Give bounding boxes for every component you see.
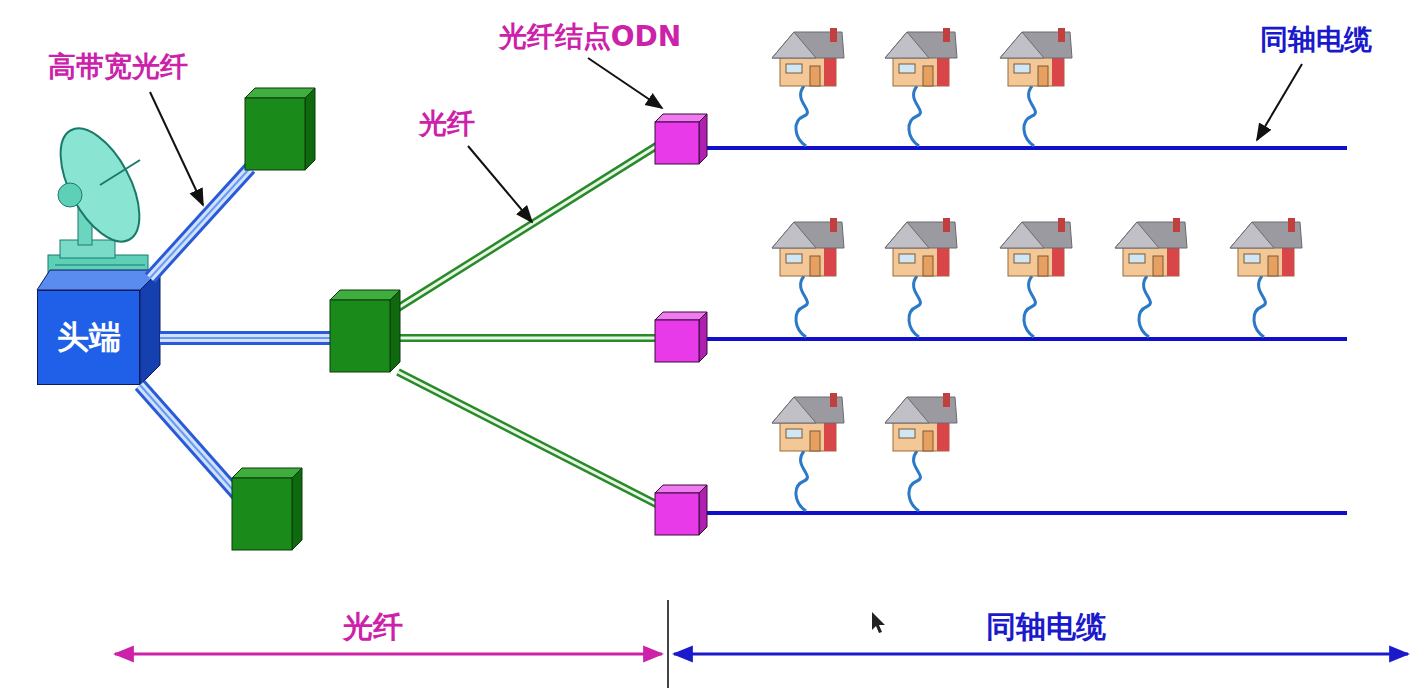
drop-cable — [1024, 276, 1036, 337]
fibre-label: 光纤 — [419, 109, 475, 140]
span-label: 同轴电缆 — [986, 610, 1106, 643]
coax-label: 同轴电缆 — [1260, 25, 1372, 56]
drop-cable — [796, 86, 808, 146]
trunk-fibre — [140, 168, 335, 500]
odn-label: 光纤结点ODN — [499, 22, 681, 53]
fibre-span — [115, 653, 662, 656]
house-icon — [885, 218, 957, 276]
fibre-hub — [330, 290, 400, 372]
drop-cable — [909, 451, 921, 511]
houses — [772, 28, 1302, 451]
odn-node — [655, 485, 707, 535]
mouse-cursor — [872, 612, 885, 633]
house-icon — [885, 28, 957, 86]
satellite-dish — [44, 116, 155, 291]
drop-cable — [1139, 276, 1151, 337]
node-label: 头端 — [57, 316, 121, 360]
head-end-top — [37, 270, 160, 290]
drop-cables — [796, 86, 1266, 511]
odn-node — [655, 114, 707, 164]
house-icon — [1000, 28, 1072, 86]
fibre-label: 高带宽光纤 — [48, 52, 188, 83]
drop-cable — [796, 451, 808, 511]
head-end-box: 头端 — [37, 290, 140, 385]
drop-cable — [1024, 86, 1036, 146]
drop-cable — [1254, 276, 1266, 337]
drop-cable — [909, 276, 921, 337]
boundary-tick — [667, 600, 669, 688]
house-icon — [1000, 218, 1072, 276]
house-icon — [772, 218, 844, 276]
leader-lines — [150, 58, 1302, 222]
house-icon — [1115, 218, 1187, 276]
fibre-hub — [232, 468, 302, 550]
house-icon — [772, 393, 844, 451]
house-icon — [1230, 218, 1302, 276]
coax-cable — [705, 148, 1347, 513]
house-icon — [772, 28, 844, 86]
odn-node — [655, 312, 707, 362]
house-icon — [885, 393, 957, 451]
drop-cable — [909, 86, 921, 146]
head-end-side — [140, 270, 160, 385]
drop-cable — [796, 276, 808, 337]
distribution-fibre — [398, 145, 658, 505]
fibre-hub — [245, 88, 315, 170]
coax-span — [674, 653, 1408, 656]
span-label: 光纤 — [343, 610, 403, 643]
